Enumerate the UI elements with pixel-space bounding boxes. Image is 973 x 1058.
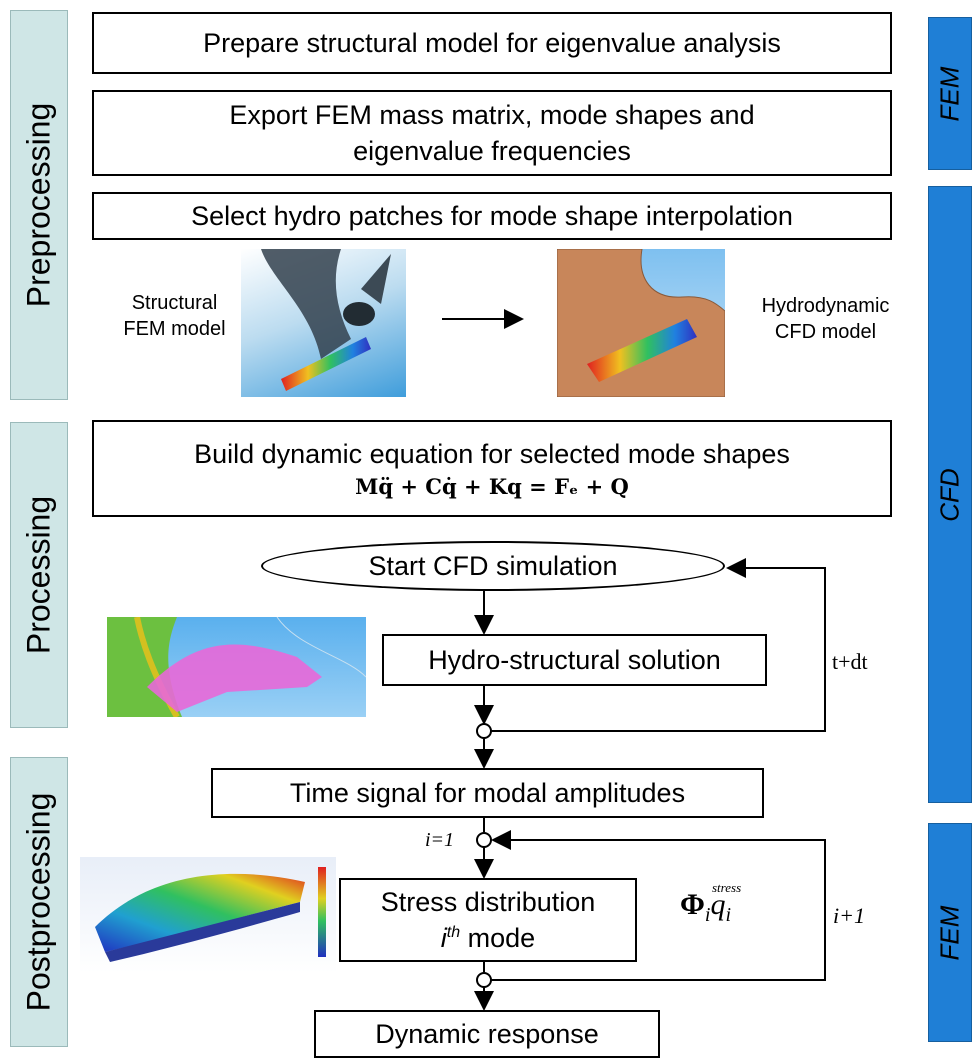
step-dynamic-response-text: Dynamic response bbox=[375, 1018, 599, 1049]
stress-distribution-drawing bbox=[95, 867, 326, 962]
loop-label-t-dt: t+dt bbox=[832, 649, 868, 674]
cfd-simulation-drawing bbox=[107, 617, 366, 717]
step-export-fem: Export FEM mass matrix, mode shapes and … bbox=[92, 90, 892, 176]
hydrodynamic-cfd-label-line2: CFD model bbox=[774, 321, 877, 343]
step-export-fem-line2: eigenvalue frequencies bbox=[353, 136, 631, 166]
phase-postprocessing: Postprocessing bbox=[10, 757, 68, 1047]
phase-preprocessing: Preprocessing bbox=[10, 10, 68, 400]
cfd-simulation-image bbox=[107, 617, 366, 717]
formula-q-subscript: i bbox=[725, 904, 731, 926]
start-cfd-text: Start CFD simulation bbox=[368, 550, 618, 581]
structural-fem-label-line2: FEM model bbox=[123, 318, 226, 340]
hydrodynamic-cfd-image bbox=[556, 248, 726, 398]
step-hydro-structural-text: Hydro-structural solution bbox=[428, 644, 721, 675]
modal-stress-formula: Φiqi bbox=[680, 888, 731, 927]
step-build-equation: Build dynamic equation for selected mode… bbox=[92, 420, 892, 517]
start-cfd-ellipse: Start CFD simulation bbox=[261, 541, 725, 591]
step-prepare-model-text: Prepare structural model for eigenvalue … bbox=[203, 27, 781, 58]
step-time-signal: Time signal for modal amplitudes bbox=[211, 768, 764, 818]
structural-fem-image bbox=[241, 249, 406, 397]
hydrodynamic-cfd-label-line1: Hydrodynamic bbox=[761, 295, 890, 317]
stress-distribution-image bbox=[80, 857, 336, 973]
formula-stress-superscript: stress bbox=[712, 880, 742, 895]
formula-phi-subscript: i bbox=[704, 904, 711, 926]
phase-postprocessing-label: Postprocessing bbox=[20, 792, 57, 1012]
step-stress-distribution: Stress distribution ith mode bbox=[339, 878, 637, 962]
formula-q: q bbox=[710, 888, 726, 921]
side-fem-bottom-label: FEM bbox=[934, 905, 965, 960]
side-cfd: CFD bbox=[928, 186, 972, 803]
structural-fem-label: Structural FEM model bbox=[112, 290, 237, 342]
hydrodynamic-cfd-drawing bbox=[556, 248, 726, 398]
phase-preprocessing-label: Preprocessing bbox=[20, 102, 57, 308]
step-stress-distribution-line2: ith mode bbox=[441, 920, 535, 956]
step-build-equation-text: Build dynamic equation for selected mode… bbox=[194, 439, 790, 470]
side-fem-top-label: FEM bbox=[934, 66, 965, 121]
hydrodynamic-cfd-label: Hydrodynamic CFD model bbox=[728, 293, 923, 345]
formula-phi: Φ bbox=[680, 888, 705, 921]
side-cfd-label: CFD bbox=[934, 467, 965, 522]
dynamic-equation: Mq̈ + Cq̇ + Kq = Fₑ + Q bbox=[355, 473, 629, 499]
mode-superscript: th bbox=[446, 924, 461, 941]
loop-label-i-next: i+1 bbox=[833, 903, 865, 928]
step-dynamic-response: Dynamic response bbox=[314, 1010, 660, 1058]
step-prepare-model: Prepare structural model for eigenvalue … bbox=[92, 12, 892, 74]
mode-index: i bbox=[440, 923, 447, 953]
step-time-signal-text: Time signal for modal amplitudes bbox=[289, 777, 686, 808]
structural-fem-drawing bbox=[261, 249, 391, 391]
side-fem-top: FEM bbox=[928, 17, 972, 170]
step-select-patches: Select hydro patches for mode shape inte… bbox=[92, 192, 892, 240]
step-select-patches-text: Select hydro patches for mode shape inte… bbox=[191, 200, 793, 231]
step-hydro-structural: Hydro-structural solution bbox=[382, 634, 767, 686]
mode-word: mode bbox=[467, 923, 536, 953]
side-fem-bottom: FEM bbox=[928, 823, 972, 1042]
phase-processing-label: Processing bbox=[20, 495, 57, 655]
step-stress-distribution-line1: Stress distribution bbox=[380, 886, 596, 917]
loop-label-i-init: i=1 bbox=[425, 829, 455, 851]
structural-fem-label-line1: Structural bbox=[131, 292, 218, 314]
step-export-fem-line1: Export FEM mass matrix, mode shapes and bbox=[229, 99, 755, 130]
phase-processing: Processing bbox=[10, 422, 68, 728]
